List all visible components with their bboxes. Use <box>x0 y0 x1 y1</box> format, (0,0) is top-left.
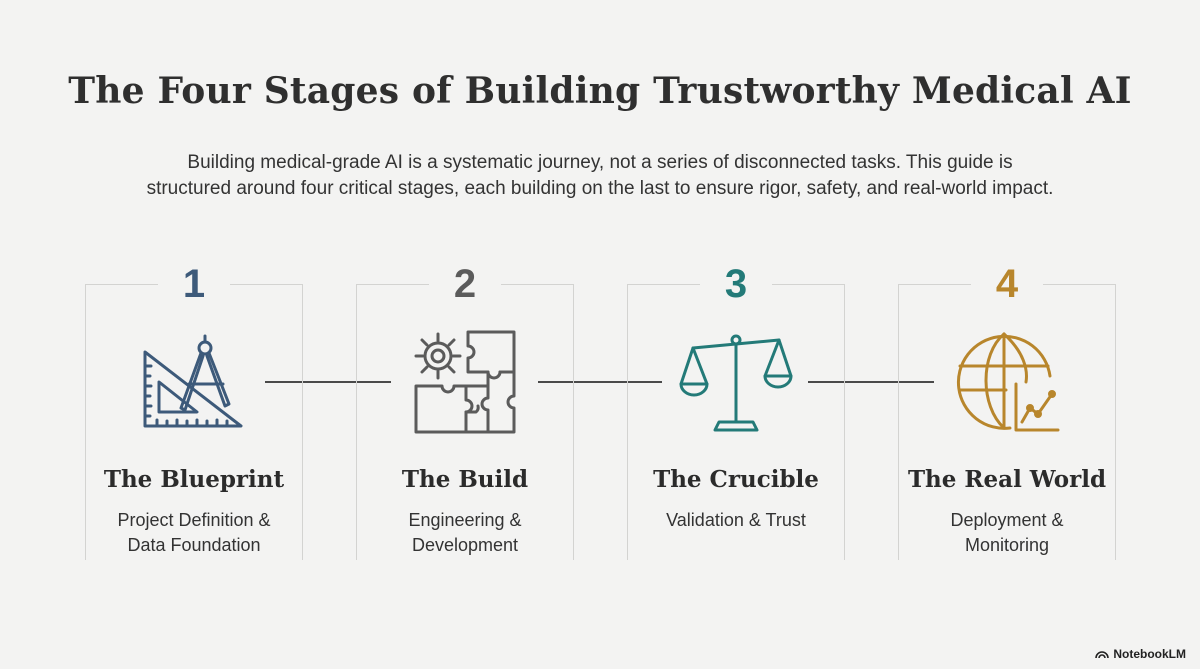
stage-3: 3 The Crucible Validation & Trust <box>627 264 845 560</box>
page-title: The Four Stages of Building Trustworthy … <box>68 70 1132 112</box>
stage-name: The Crucible <box>653 466 819 493</box>
stage-description: Project Definition & Data Foundation <box>94 508 294 558</box>
stage-name: The Blueprint <box>103 466 285 493</box>
intro-line-1: Building medical-grade AI is a systemati… <box>187 152 1013 173</box>
stage-number: 1 <box>182 262 206 306</box>
stage-description: Validation & Trust <box>636 508 836 533</box>
stage-name: The Build <box>401 466 529 493</box>
stage-desc-line-1: Deployment & <box>950 510 1064 530</box>
intro-line-2: structured around four critical stages, … <box>146 178 1054 199</box>
stage-description: Deployment & Monitoring <box>907 508 1107 558</box>
stage-number: 3 <box>724 262 748 306</box>
gear-puzzle-icon <box>408 326 522 440</box>
connector-1-2 <box>265 381 391 383</box>
stage-desc-line-2: Development <box>411 535 519 555</box>
stage-name: The Real World <box>907 466 1107 493</box>
notebooklm-logo-icon <box>1095 651 1110 659</box>
stage-desc-line-2: Data Foundation <box>127 535 261 555</box>
stage-4: 4 The Real World Deployment & Monitoring <box>898 264 1116 560</box>
stage-desc-line-1: Engineering & <box>408 510 522 530</box>
stage-description: Engineering & Development <box>365 508 565 558</box>
connector-3-4 <box>808 381 934 383</box>
stage-desc-line-2: Monitoring <box>964 535 1050 555</box>
stage-desc-line-1: Validation & Trust <box>666 510 806 530</box>
balance-scale-icon <box>679 326 793 440</box>
notebooklm-brand: NotebookLM <box>1095 647 1186 661</box>
stage-1: 1 The Blueprint Project Definition & Dat… <box>85 264 303 560</box>
intro-text: Building medical-grade AI is a systemati… <box>60 150 1140 202</box>
stage-number: 4 <box>995 262 1019 306</box>
globe-chart-icon <box>950 326 1064 440</box>
brand-label: NotebookLM <box>1113 647 1186 661</box>
connector-2-3 <box>538 381 662 383</box>
stage-desc-line-1: Project Definition & <box>117 510 271 530</box>
drafting-tools-icon <box>137 326 251 440</box>
stage-2: 2 The Build Engineering & Development <box>356 264 574 560</box>
stage-number: 2 <box>453 262 477 306</box>
